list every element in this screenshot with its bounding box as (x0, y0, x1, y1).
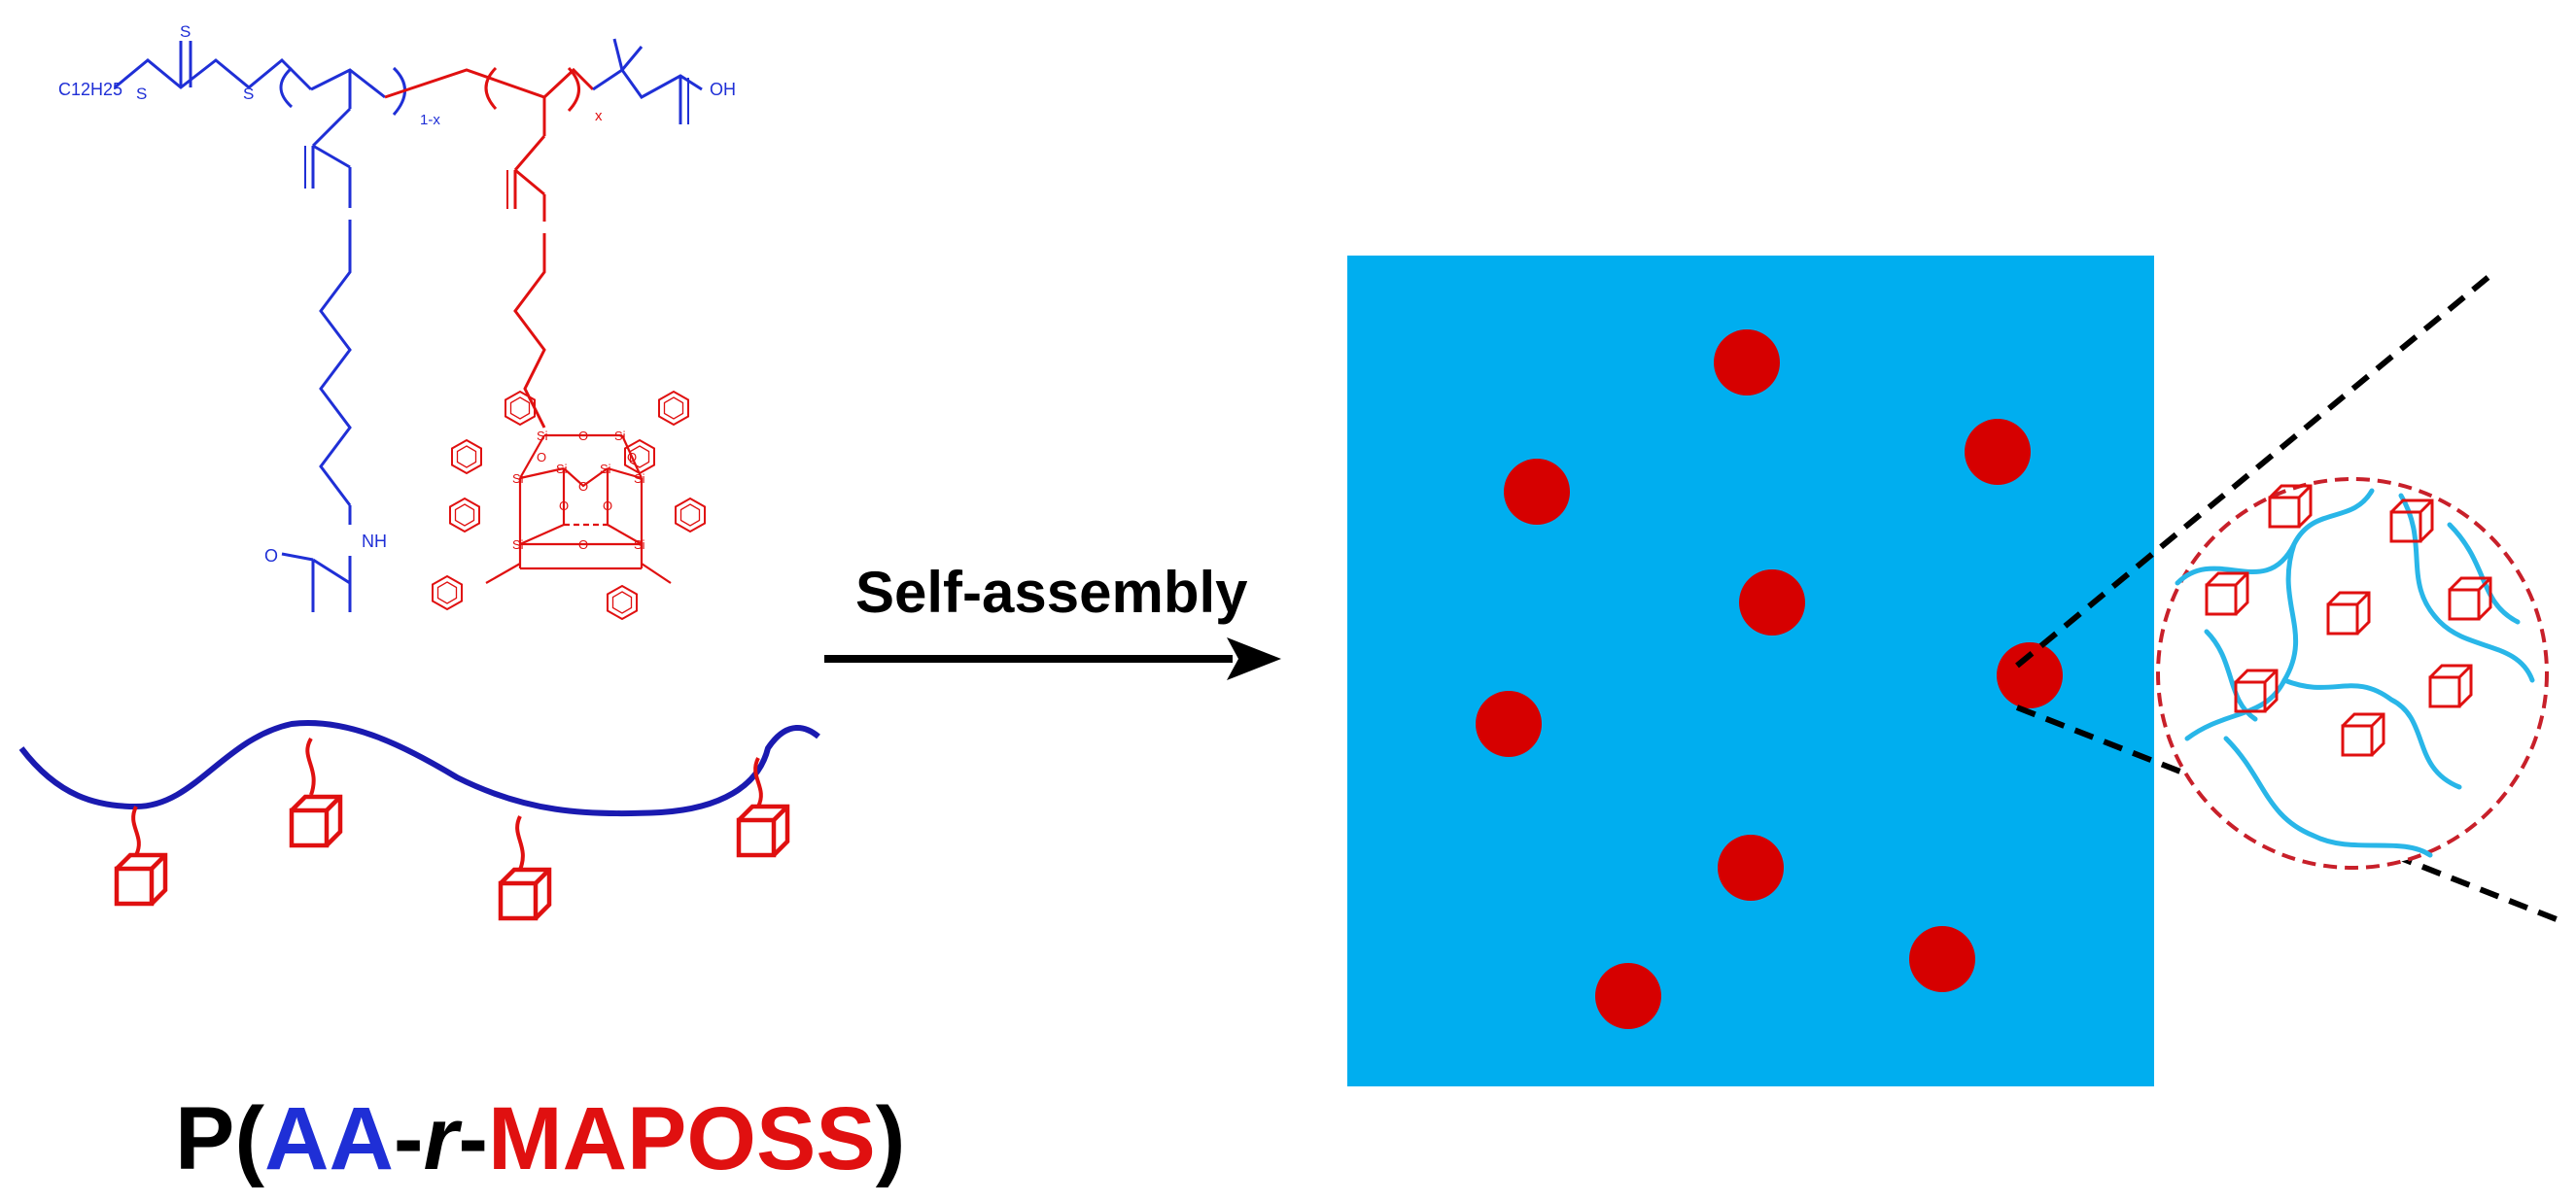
particle (1476, 691, 1542, 757)
zoom-line-upper (2015, 274, 2490, 669)
thio-s2-label: S (180, 22, 191, 41)
subscript-1x-label: 1-x (420, 112, 440, 128)
aa-unit-structure (114, 41, 406, 612)
particle (1739, 569, 1805, 636)
caption-suffix: ) (875, 1089, 906, 1188)
particle (1997, 642, 2063, 708)
particle (1909, 926, 1975, 992)
poss-cube-2 (292, 797, 340, 845)
oxygen-atom-label: O (578, 429, 588, 443)
polymer-backbone (18, 720, 820, 817)
poss-cube-1 (117, 855, 165, 904)
silicon-atom-label: Si (556, 462, 568, 476)
acid-label: OH (710, 80, 736, 99)
micelle-chains (2175, 488, 2535, 858)
thio-s1-label: S (136, 85, 147, 103)
polymer-name-caption: P(AA-r-MAPOSS) (175, 1088, 905, 1190)
silicon-atom-label: Si (614, 429, 626, 443)
silicon-atom-label: Si (634, 471, 645, 486)
particle (1504, 459, 1570, 525)
linker-1 (131, 806, 141, 856)
magnified-micelle (2156, 477, 2549, 870)
acid-group-structure (592, 38, 703, 124)
silicon-atom-label: Si (634, 537, 645, 552)
caption-maposs: MAPOSS (487, 1089, 876, 1188)
oxygen-atom-label: O (537, 450, 546, 464)
oxygen-atom-label: O (578, 479, 588, 494)
particle (1718, 835, 1784, 901)
self-assembly-arrow: Self-assembly (824, 560, 1281, 680)
caption-dash-2: - (458, 1089, 488, 1188)
silicon-atom-label: Si (600, 462, 611, 476)
nh-label: NH (362, 532, 387, 551)
oxygen-atom-label: O (603, 498, 612, 513)
poss-cube-3 (501, 870, 549, 918)
silicon-atom-label: Si (512, 471, 524, 486)
silicon-atom-label: Si (512, 537, 524, 552)
linker-4 (753, 757, 763, 808)
caption-random: r (423, 1089, 459, 1188)
particle (1595, 963, 1661, 1029)
caption-dash-1: - (393, 1089, 424, 1188)
chain-end-label: C12H25 (58, 80, 122, 99)
subscript-x-label: x (595, 108, 603, 124)
poss-cube-4 (739, 807, 787, 855)
silicon-atom-label: Si (537, 429, 548, 443)
particle (1965, 419, 2031, 485)
particle (1714, 329, 1780, 395)
arrow-head (1227, 637, 1281, 680)
linker-2 (305, 737, 316, 796)
caption-aa: AA (264, 1089, 394, 1188)
linker-3 (515, 815, 525, 871)
poss-cage-structure (485, 433, 672, 584)
amide-o-label: O (264, 546, 278, 566)
maposs-unit-structure (384, 66, 595, 429)
caption-prefix: P( (175, 1089, 264, 1188)
assembled-matrix (1347, 256, 2154, 1086)
oxygen-atom-label: O (578, 537, 588, 552)
polymer-chain-cartoon (18, 720, 820, 918)
oxygen-atom-label: O (627, 450, 637, 464)
thio-s3-label: S (243, 85, 254, 103)
oxygen-atom-label: O (559, 498, 569, 513)
chemical-structure: C12H25 S S S 1-x x OH NH O (58, 22, 736, 620)
micelle-boundary (2156, 477, 2549, 870)
arrow-label: Self-assembly (855, 560, 1248, 625)
